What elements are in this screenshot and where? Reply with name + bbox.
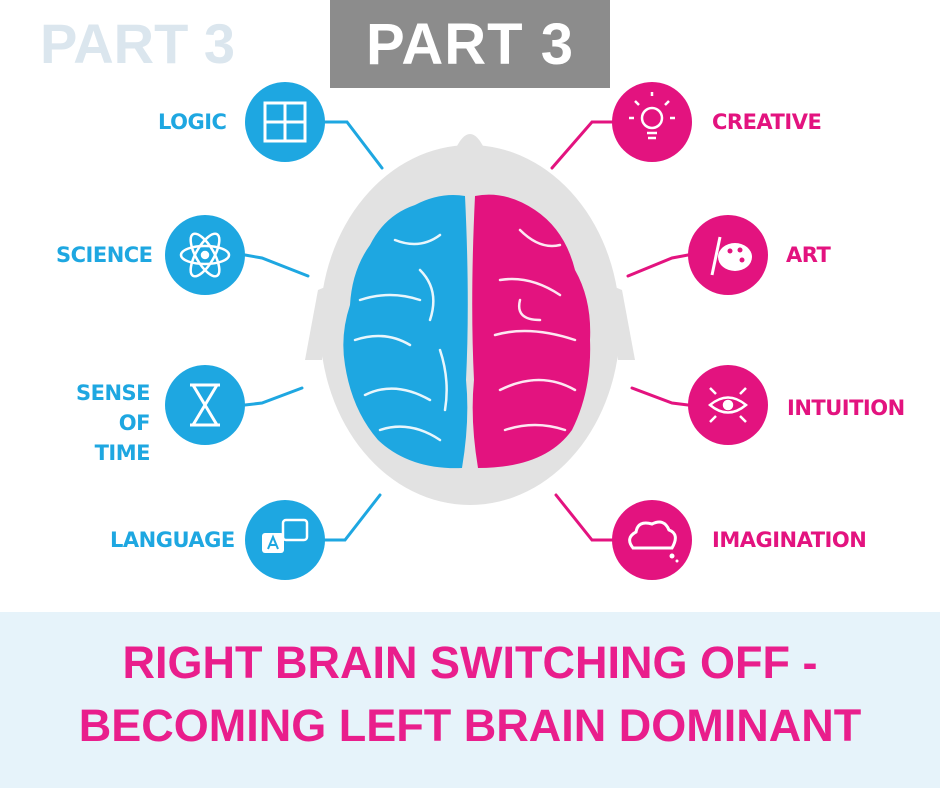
connector-science <box>243 253 310 278</box>
brain-diagram <box>165 82 768 580</box>
creative-lightbulb-icon <box>612 82 692 162</box>
intuition-eye-icon <box>688 365 768 445</box>
trait-intuition: INTUITION <box>787 396 905 420</box>
title-band <box>0 612 940 788</box>
connector-art <box>626 253 690 278</box>
trait-creative: CREATIVE <box>712 110 822 134</box>
trait-imagination: IMAGINATION <box>712 528 867 552</box>
trait-sense-of-time-line1: SENSE OF <box>75 381 151 435</box>
trait-sense-of-time: SENSE OF TIME <box>45 378 151 468</box>
trait-logic: LOGIC <box>158 110 227 134</box>
trait-sense-of-time-line2: TIME <box>94 441 151 465</box>
connector-time <box>243 386 304 407</box>
trait-science: SCIENCE <box>56 243 153 267</box>
connector-logic <box>323 120 384 170</box>
part-label: PART 3 <box>330 0 610 88</box>
title-line-1: RIGHT BRAIN SWITCHING OFF - <box>122 637 818 688</box>
language-translate-icon <box>245 500 325 580</box>
watermark: PART 3 <box>40 12 235 75</box>
science-atom-icon <box>165 215 245 295</box>
brain-folds <box>353 228 577 442</box>
title-line-2: BECOMING LEFT BRAIN DOMINANT <box>78 700 862 751</box>
imagination-cloud-icon <box>612 500 692 580</box>
connector-imagination <box>554 493 614 542</box>
art-palette-icon <box>688 215 768 295</box>
trait-language: LANGUAGE <box>110 528 235 552</box>
trait-art: ART <box>786 243 831 267</box>
connector-intuition <box>630 386 690 407</box>
time-hourglass-icon <box>165 365 245 445</box>
connector-creative <box>550 120 614 170</box>
logic-puzzle-icon <box>245 82 325 162</box>
connector-language <box>323 493 382 542</box>
left-brain-hemisphere <box>343 195 468 469</box>
